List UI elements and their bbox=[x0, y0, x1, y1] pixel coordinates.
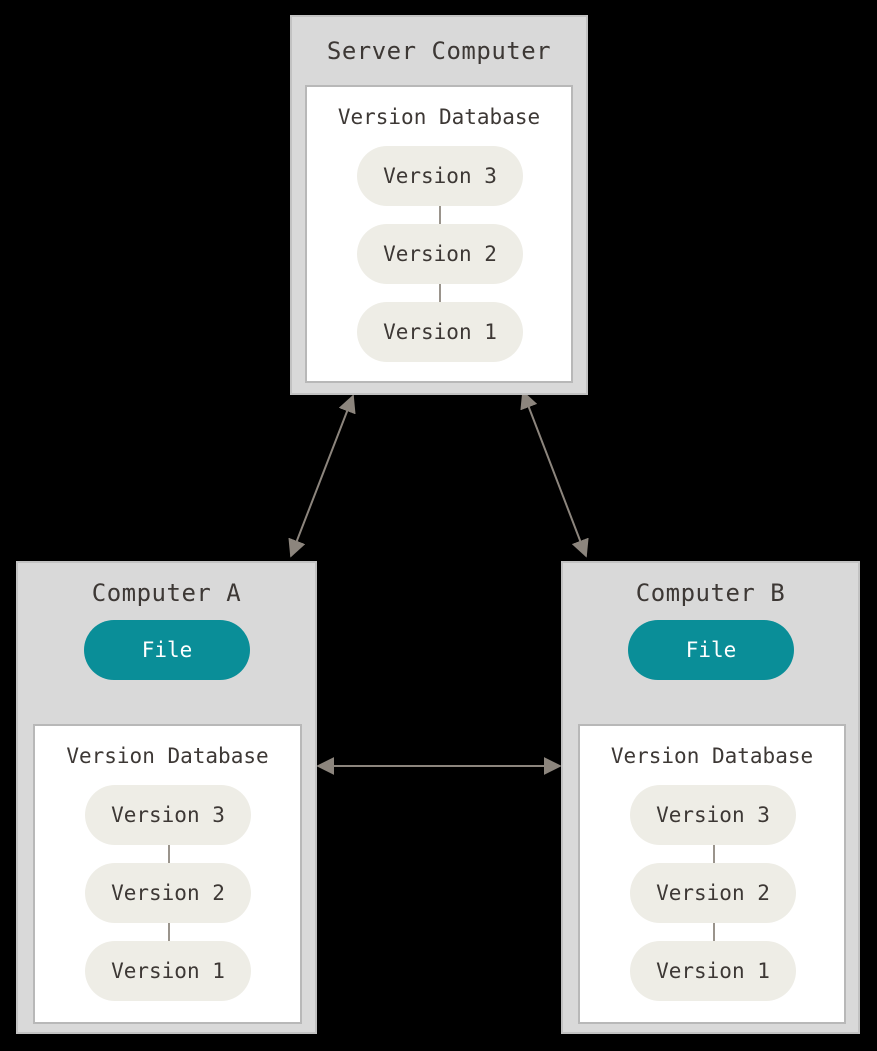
server-version-3: Version 3 bbox=[357, 146, 523, 206]
computer-a-box: Computer A File Version Database Version… bbox=[16, 561, 317, 1034]
arrow-server-computer-a bbox=[288, 394, 356, 558]
computer-b-db-title: Version Database bbox=[610, 744, 814, 768]
computer-a-version-2: Version 2 bbox=[85, 863, 251, 923]
computer-a-db-title: Version Database bbox=[66, 744, 269, 768]
computer-b-box: Computer B File Version Database Version… bbox=[561, 561, 860, 1034]
server-computer-box: Server Computer Version Database Version… bbox=[290, 15, 588, 395]
version-link-line bbox=[439, 284, 441, 304]
computer-a-version-3: Version 3 bbox=[85, 785, 251, 845]
computer-a-version-database: Version Database Version 3 Version 2 Ver… bbox=[33, 724, 302, 1024]
version-link-line bbox=[168, 923, 170, 943]
computer-b-version-1: Version 1 bbox=[630, 941, 796, 1001]
computer-a-title: Computer A bbox=[91, 579, 242, 607]
server-version-2: Version 2 bbox=[357, 224, 523, 284]
version-link-line bbox=[713, 923, 715, 943]
computer-a-file: File bbox=[84, 620, 250, 680]
computer-b-file: File bbox=[628, 620, 794, 680]
server-db-title: Version Database bbox=[337, 105, 541, 129]
server-version-database: Version Database Version 3 Version 2 Ver… bbox=[305, 85, 573, 383]
computer-b-title: Computer B bbox=[635, 579, 786, 607]
server-version-1: Version 1 bbox=[357, 302, 523, 362]
arrow-server-computer-b bbox=[520, 390, 589, 558]
computer-b-version-2: Version 2 bbox=[630, 863, 796, 923]
version-link-line bbox=[713, 845, 715, 865]
version-link-line bbox=[168, 845, 170, 865]
server-computer-title: Server Computer bbox=[326, 37, 552, 65]
computer-b-version-database: Version Database Version 3 Version 2 Ver… bbox=[578, 724, 846, 1024]
computer-b-version-3: Version 3 bbox=[630, 785, 796, 845]
computer-a-version-1: Version 1 bbox=[85, 941, 251, 1001]
version-link-line bbox=[439, 206, 441, 226]
